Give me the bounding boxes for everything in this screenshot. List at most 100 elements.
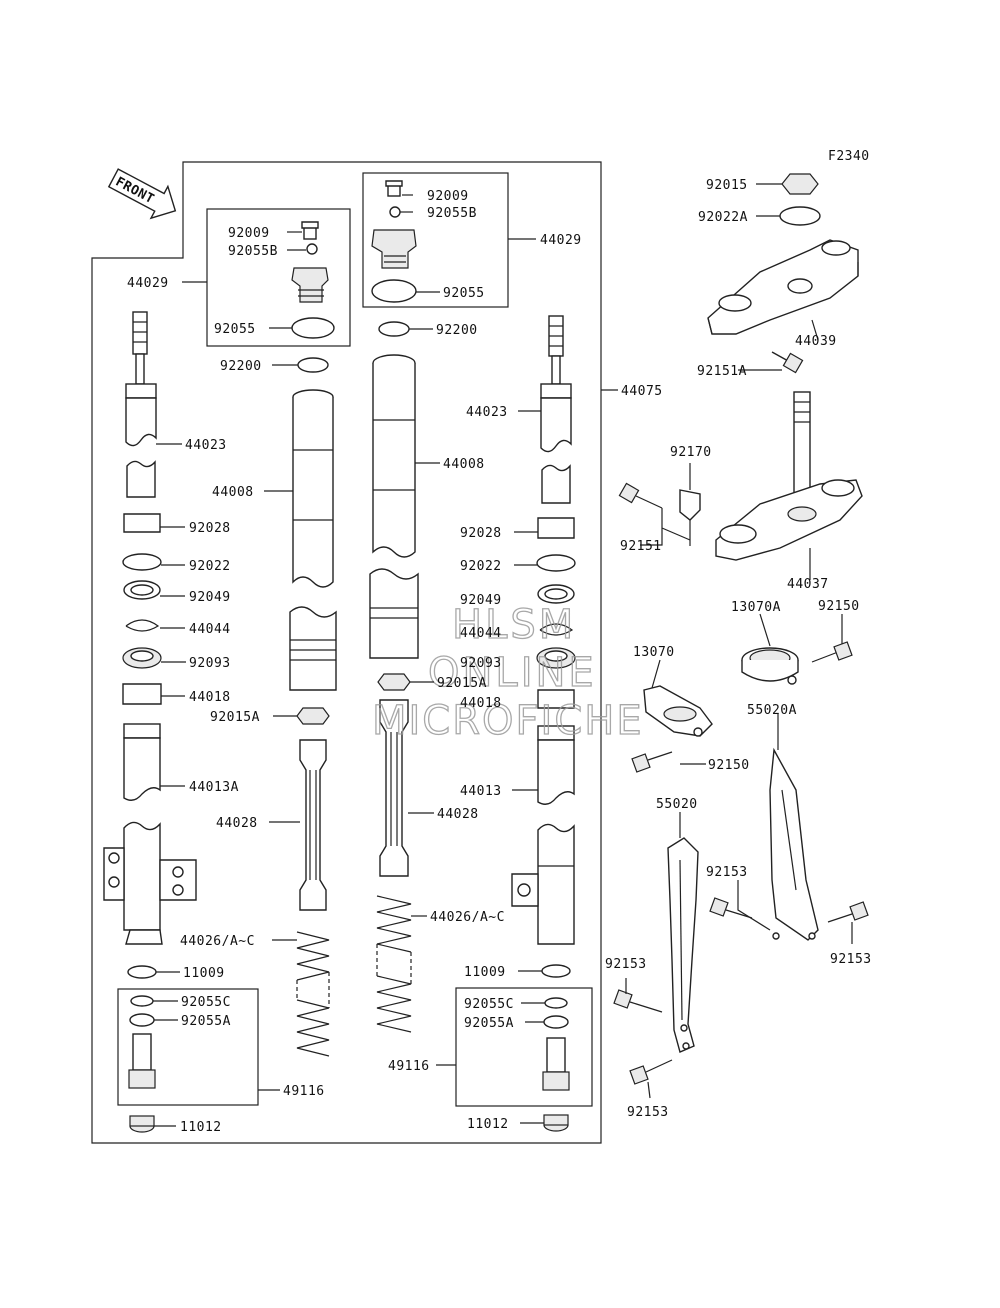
washer-92200-left [297,357,329,373]
callout-44018-left: 44018 [189,690,231,705]
callout-44013A: 44013A [189,780,239,795]
watermark-line-3: MICROFICHE [372,698,644,744]
bolt-92151A [771,351,804,374]
washer-92022A [779,206,821,226]
bolt-92151 [618,482,663,509]
guide-44018-left [122,683,162,705]
bushing-92028-left [123,513,161,533]
bolt-11012-left [129,1115,155,1133]
callout-49116-right: 49116 [388,1059,430,1074]
washer-11009-left [127,965,157,979]
callout-92055B-left: 92055B [228,244,278,259]
seal-92049-left [123,580,161,600]
spring-guide-left [299,739,327,911]
clamp-13070 [643,685,713,737]
callout-44026-left: 44026/A~C [180,934,255,949]
clip-44044-left [125,619,160,632]
callout-92151A: 92151A [697,364,747,379]
callout-92009-right: 92009 [427,189,469,204]
callout-13070: 13070 [633,645,675,660]
clamp-92170 [679,489,701,546]
oring-92055C-left [130,995,154,1007]
oring-92055A-right [543,1015,569,1029]
valve-box-right [455,987,593,1107]
assembly-outline [91,161,602,1144]
callout-92028-right: 92028 [460,526,502,541]
callout-92093-left: 92093 [189,656,231,671]
axle-holder-left [103,821,197,945]
washer-92022-right [536,554,576,572]
callout-92151: 92151 [620,539,662,554]
cap-box-left [206,208,351,347]
callout-92055-right: 92055 [443,286,485,301]
callout-92022-right: 92022 [460,559,502,574]
watermark-line-2: ONLINE [428,650,597,696]
nut-92015A-left [296,707,330,725]
clip-44044-right [539,623,574,636]
bolt-92153-c [613,989,663,1013]
callout-92015: 92015 [706,178,748,193]
cap-box-right [362,172,509,308]
valve-49116-left [128,1033,156,1089]
callout-92055A-right: 92055A [464,1016,514,1031]
callout-92022A: 92022A [698,210,748,225]
bolt-92153-b [827,901,869,923]
fork-cap-right [371,229,417,269]
bolt-11012-right [543,1114,569,1132]
callout-44023-right: 44023 [466,405,508,420]
callout-55020A: 55020A [747,703,797,718]
callout-44044-left: 44044 [189,622,231,637]
guide-44018-right [537,689,575,709]
callout-11009-right: 11009 [464,965,506,980]
callout-92009-left: 92009 [228,226,270,241]
oring-92055-right [371,279,417,303]
callout-92200-right: 92200 [436,323,478,338]
oring-92055A-left [129,1013,155,1027]
front-arrow-icon: FRONT [107,168,177,220]
washer-92022-left [122,553,162,571]
bolt-92153-d [629,1059,673,1085]
callout-49116-left: 49116 [283,1084,325,1099]
callout-92055B-right: 92055B [427,206,477,221]
outer-tube-right [369,354,419,659]
callout-44075: 44075 [621,384,663,399]
seal-92093-left [122,647,162,669]
outer-tube-left [289,389,337,691]
guard-55020A [769,747,819,941]
callout-13070A: 13070A [731,600,781,615]
bolt-92009-right [385,180,403,197]
callout-44018-right: 44018 [460,696,502,711]
nut-92015 [781,173,819,195]
callout-labels: 92009 92055B 44029 92055 92200 92009 920… [127,178,872,1135]
callout-44023-left: 44023 [185,438,227,453]
bolt-92009-left [301,221,319,240]
bolt-92150-b [631,751,673,773]
callout-44026-right: 44026/A~C [430,910,505,925]
upper-bracket-44039 [707,239,859,335]
callout-44029-left: 44029 [127,276,169,291]
spring-guide-right [379,699,409,877]
callout-92055-left: 92055 [214,322,256,337]
callout-92015A-left: 92015A [210,710,260,725]
inner-tube-left [123,723,161,801]
oring-92055B-left [306,243,318,255]
valve-box-left [117,988,259,1106]
callout-92022-left: 92022 [189,559,231,574]
callout-44029-right: 44029 [540,233,582,248]
callout-44008-right: 44008 [443,457,485,472]
axle-holder-right [511,823,575,945]
callout-44013: 44013 [460,784,502,799]
bushing-92028-right [537,517,575,539]
valve-49116-right [542,1037,570,1091]
spring-left [296,931,330,1057]
clamp-13070A [741,647,799,685]
guard-55020 [667,837,699,1053]
callout-92055C-right: 92055C [464,997,514,1012]
callout-55020: 55020 [656,797,698,812]
seal-92093-right [536,647,576,669]
callout-92153-b: 92153 [830,952,872,967]
seal-92049-right [537,584,575,604]
oring-92055C-right [544,997,568,1009]
washer-11009-right [541,964,571,978]
